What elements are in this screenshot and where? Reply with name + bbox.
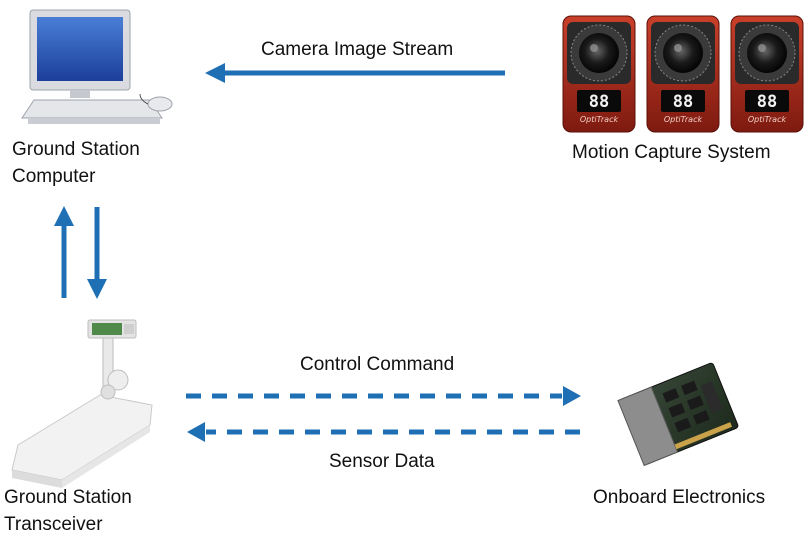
motion-capture-system-label: Motion Capture System: [572, 142, 771, 163]
ground-station-computer-label-line2: Computer: [12, 166, 96, 187]
sensor-data-arrowhead: [187, 422, 205, 442]
circuit-board-icon: [617, 362, 739, 467]
onboard-electronics-label: Onboard Electronics: [593, 487, 766, 508]
ground-station-transceiver-label-line1: Ground Station: [4, 487, 132, 508]
ground-station-transceiver-label: Ground Station Transceiver: [4, 484, 132, 538]
computer-to-transceiver-arrowhead: [87, 279, 107, 299]
camera-display: 88: [589, 92, 609, 112]
control-command-arrowhead: [563, 386, 581, 406]
camera-brand: OptiTrack: [580, 115, 619, 124]
camera-display: 88: [757, 92, 777, 112]
sensor-data-label: Sensor Data: [329, 451, 435, 472]
ground-station-computer-label-line1: Ground Station: [12, 139, 140, 160]
ground-station-computer-label: Ground Station Computer: [12, 136, 140, 190]
connection-arrows: [54, 63, 581, 442]
control-command-label: Control Command: [300, 354, 455, 375]
camera-image-stream-arrowhead: [205, 63, 225, 83]
camera-brand: OptiTrack: [664, 115, 703, 124]
camera-brand: OptiTrack: [748, 115, 787, 124]
ground-station-transceiver-label-line2: Transceiver: [4, 514, 103, 535]
desktop-computer-icon: [21, 9, 173, 124]
camera-display: 88: [673, 92, 693, 112]
transceiver-to-computer-arrowhead: [54, 206, 74, 226]
transceiver-icon: [11, 319, 153, 488]
camera-image-stream-label: Camera Image Stream: [261, 39, 454, 60]
